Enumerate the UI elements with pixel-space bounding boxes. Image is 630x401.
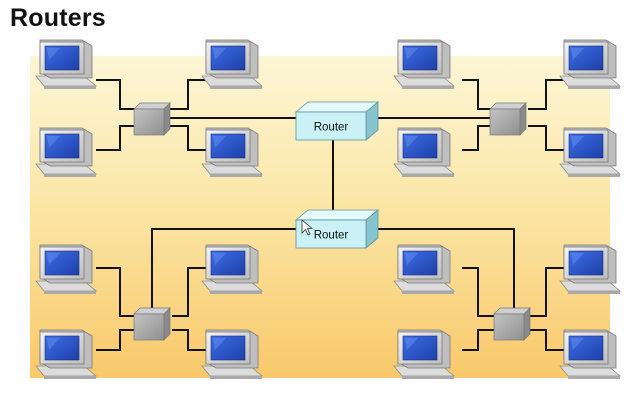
desktop-computer-icon <box>559 329 622 379</box>
desktop-computer-icon <box>201 329 264 379</box>
desktop-computer-icon <box>35 39 98 89</box>
router-bottom-icon: Router <box>294 209 380 249</box>
network-cable <box>376 228 515 312</box>
desktop-computer-icon <box>559 127 622 177</box>
top-right-hub-icon <box>489 102 527 136</box>
computer-layer <box>35 39 622 379</box>
router-top-icon: Router <box>294 101 380 141</box>
bottom-right-hub-icon <box>493 307 531 341</box>
network-cable <box>96 267 134 317</box>
router-label: Router <box>314 230 349 242</box>
network-cable <box>96 79 140 110</box>
network-cable <box>96 125 140 151</box>
desktop-computer-icon <box>393 39 456 89</box>
desktop-computer-icon <box>559 244 622 294</box>
desktop-computer-icon <box>201 39 264 89</box>
mouse-cursor-icon <box>301 219 314 236</box>
router-label: Router <box>314 122 349 134</box>
network-cable <box>170 125 206 151</box>
page-title: Routers <box>10 4 106 32</box>
hub-layer <box>133 102 531 341</box>
network-cable <box>462 329 494 351</box>
network-cable <box>170 79 206 110</box>
desktop-computer-icon <box>35 329 98 379</box>
network-cable <box>462 267 494 317</box>
network-cable <box>151 228 296 312</box>
desktop-computer-icon <box>393 244 456 294</box>
network-cable <box>172 267 206 317</box>
network-cable <box>172 329 206 351</box>
desktop-computer-icon <box>559 39 622 89</box>
bottom-left-hub-icon <box>133 307 171 341</box>
top-left-hub-icon <box>133 102 171 136</box>
cable-layer <box>96 79 565 351</box>
desktop-computer-icon <box>393 329 456 379</box>
network-cable <box>528 79 565 110</box>
desktop-computer-icon <box>201 127 264 177</box>
network-cable <box>462 79 492 110</box>
desktop-computer-icon <box>35 127 98 177</box>
network-cable <box>462 125 492 151</box>
network-cable <box>528 125 565 151</box>
network-cable <box>530 329 565 351</box>
network-cable <box>96 329 134 351</box>
desktop-computer-icon <box>35 244 98 294</box>
network-cable <box>530 267 565 317</box>
desktop-computer-icon <box>201 244 264 294</box>
desktop-computer-icon <box>393 127 456 177</box>
